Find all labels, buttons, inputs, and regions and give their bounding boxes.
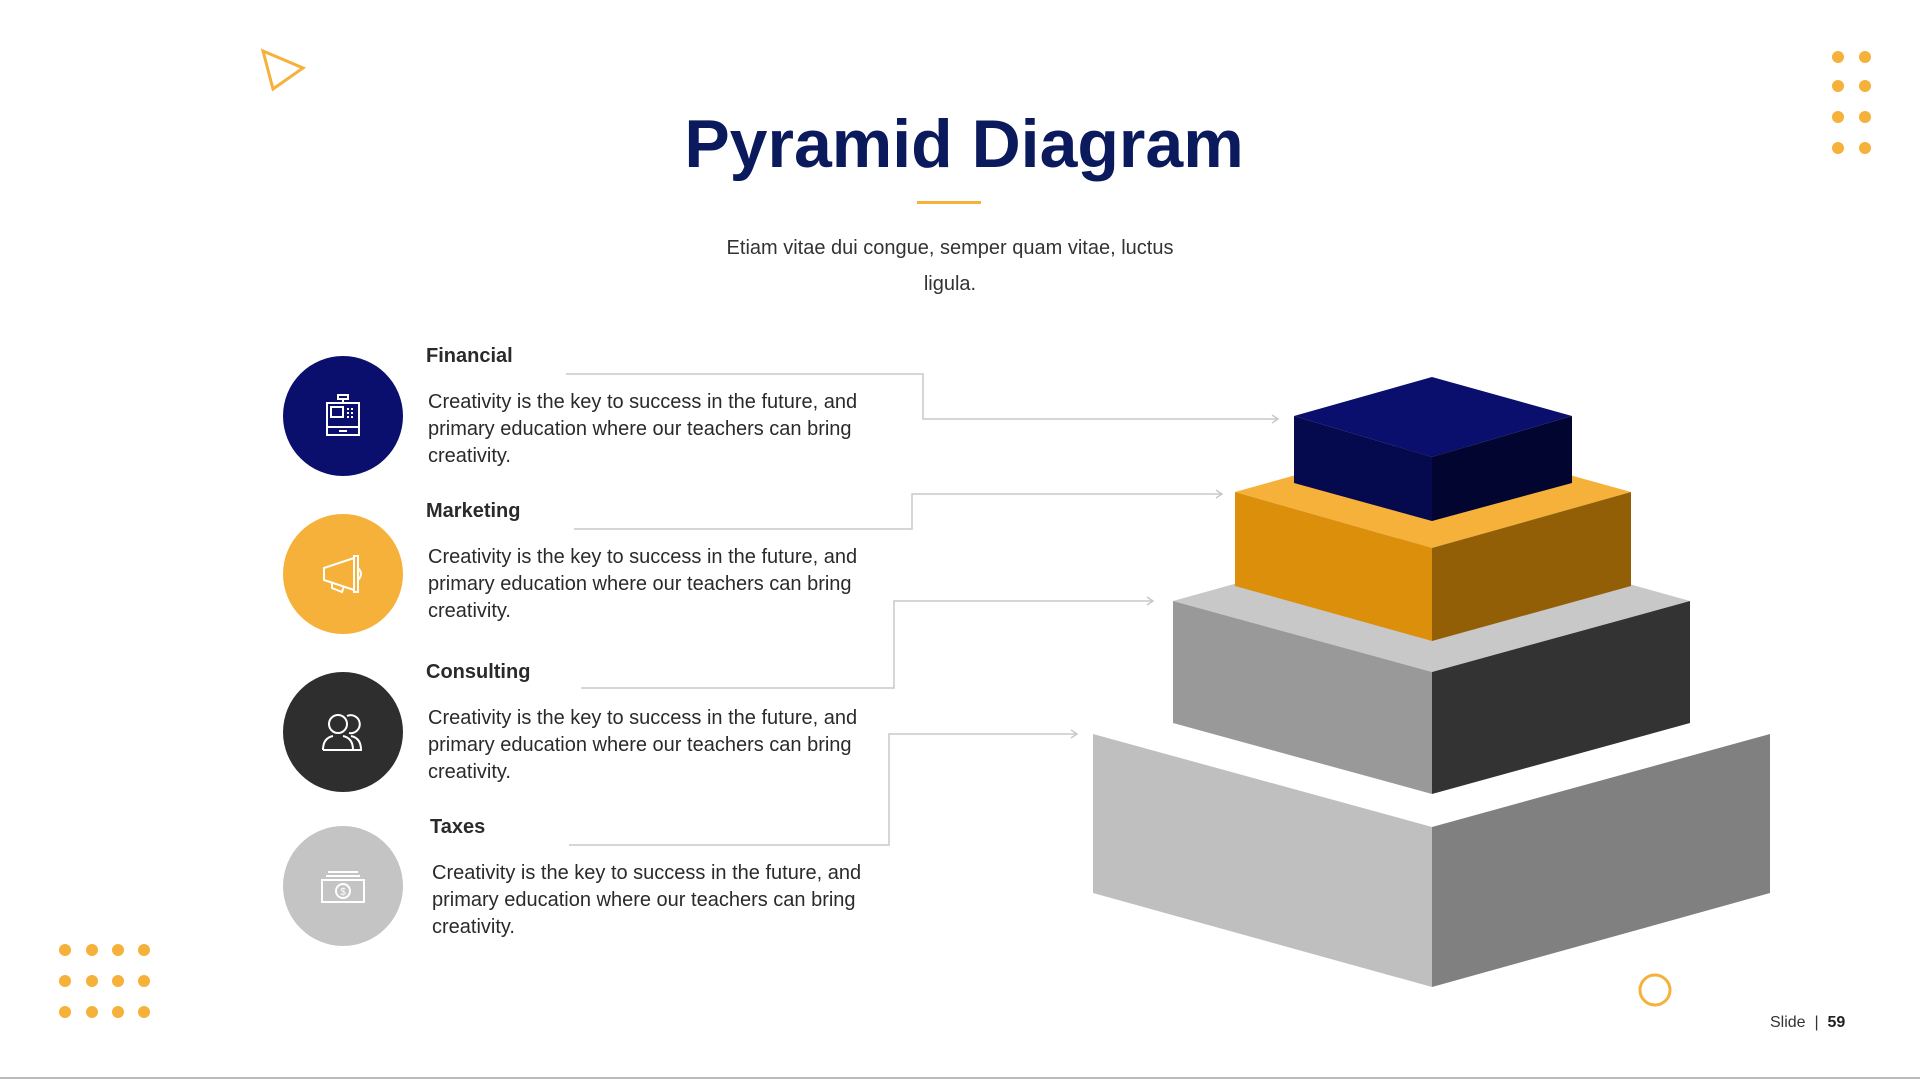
pyramid-tier-1 (1294, 377, 1572, 521)
consulting-circle (283, 672, 403, 792)
item-heading: Financial (426, 345, 513, 367)
bottom-border (0, 1077, 1920, 1079)
subtitle: Etiam vitae dui congue, semper quam vita… (726, 237, 1174, 295)
page-title: Pyramid Diagram (684, 106, 1244, 182)
item-heading: Marketing (426, 500, 521, 522)
slide-label: Slide (1770, 1014, 1806, 1031)
money-icon: $ (321, 871, 365, 903)
consulting-connector (581, 600, 1153, 689)
item-text: Creativity is the key to success in the … (432, 862, 862, 938)
triangle-decoration-icon (260, 48, 307, 92)
item-text: Creativity is the key to success in the … (428, 707, 858, 783)
circle-decoration-icon (1638, 973, 1672, 1007)
separator: | (1814, 1014, 1819, 1031)
slide-number-value: 59 (1827, 1014, 1846, 1031)
svg-text:$: $ (340, 887, 346, 898)
megaphone-icon (323, 555, 362, 594)
taxes-connector (569, 733, 1077, 846)
item-text: Creativity is the key to success in the … (428, 391, 858, 467)
item-heading: Consulting (426, 661, 531, 683)
taxes-circle: $ (283, 826, 403, 946)
cash-register-icon (326, 394, 360, 436)
marketing-circle (283, 514, 403, 634)
title-underline (917, 201, 981, 204)
item-text: Creativity is the key to success in the … (428, 546, 858, 622)
financial-circle (283, 356, 403, 476)
pyramid-tier-4 (1093, 734, 1770, 987)
users-icon (322, 714, 363, 751)
financial-connector (566, 373, 1278, 420)
connector-lines (566, 373, 1280, 846)
slide-number: Slide | 59 (1770, 1014, 1845, 1032)
item-heading: Taxes (430, 816, 486, 838)
marketing-connector (574, 493, 1222, 530)
